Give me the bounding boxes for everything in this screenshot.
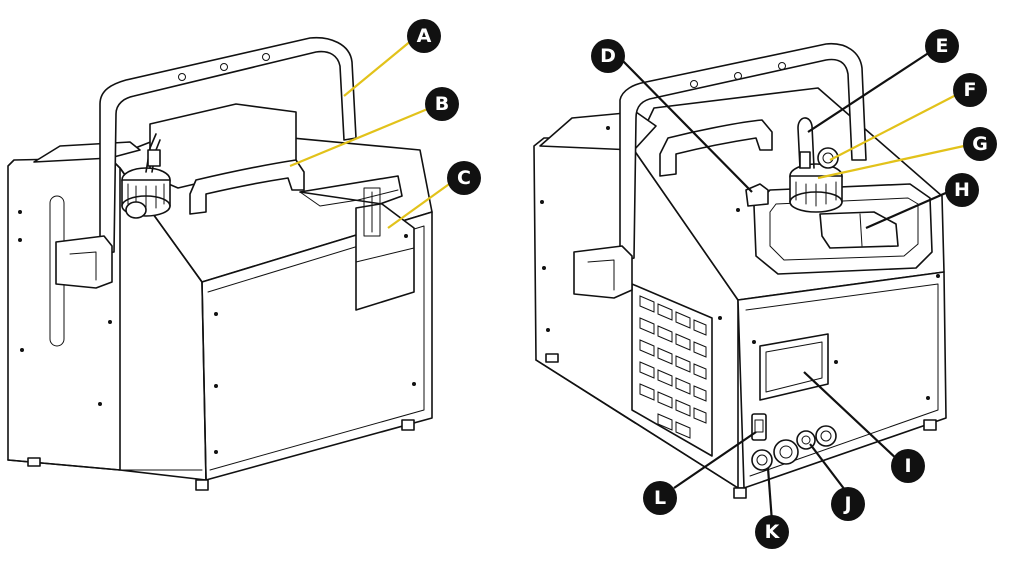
callout-c-label: C xyxy=(457,167,471,189)
leader-j xyxy=(809,443,849,495)
callout-l-label: L xyxy=(654,487,666,509)
leader-l xyxy=(673,431,757,489)
callout-i-badge xyxy=(891,449,925,483)
leader-f xyxy=(829,93,959,161)
leader-c xyxy=(387,181,453,229)
callout-e-label: E xyxy=(936,35,949,57)
callout-d-label: D xyxy=(600,45,616,67)
callout-b-badge xyxy=(425,87,459,121)
callout-e: E xyxy=(925,29,959,63)
leader-lines xyxy=(289,39,965,523)
ventilation-grille xyxy=(639,295,707,439)
callout-g: G xyxy=(963,127,997,161)
callout-j-badge xyxy=(831,487,865,521)
callout-l: L xyxy=(643,481,677,515)
leader-a xyxy=(343,39,413,97)
callout-g-badge xyxy=(963,127,997,161)
callout-f-badge xyxy=(953,73,987,107)
callout-g-label: G xyxy=(972,133,988,155)
leader-g xyxy=(817,144,965,180)
callout-k: K xyxy=(755,515,789,549)
leader-h xyxy=(865,190,949,230)
callout-d: D xyxy=(591,39,625,73)
callout-h-label: H xyxy=(954,179,970,201)
callout-e-badge xyxy=(925,29,959,63)
callout-d-badge xyxy=(591,39,625,73)
leader-b xyxy=(289,106,431,168)
callout-k-label: K xyxy=(765,521,781,543)
leader-d xyxy=(621,59,753,193)
callout-f-label: F xyxy=(964,79,977,101)
machine-front-view xyxy=(7,36,433,491)
callout-j: J xyxy=(831,487,865,521)
leader-k xyxy=(766,467,774,523)
leader-e xyxy=(807,51,931,133)
leader-i xyxy=(803,371,901,463)
callout-c-badge xyxy=(447,161,481,195)
callout-c: C xyxy=(447,161,481,195)
callout-b: B xyxy=(425,87,459,121)
callout-a-badge xyxy=(407,19,441,53)
callout-k-badge xyxy=(755,515,789,549)
callout-h: H xyxy=(945,173,979,207)
callout-i-label: I xyxy=(904,455,911,477)
callout-i: I xyxy=(891,449,925,483)
callout-b-label: B xyxy=(435,93,449,115)
callout-h-badge xyxy=(945,173,979,207)
machine-rear-view xyxy=(533,43,947,499)
callout-j-label: J xyxy=(842,493,851,515)
callout-f: F xyxy=(953,73,987,107)
callout-a: A xyxy=(407,19,441,53)
callout-a-label: A xyxy=(417,25,432,47)
callout-l-badge xyxy=(643,481,677,515)
